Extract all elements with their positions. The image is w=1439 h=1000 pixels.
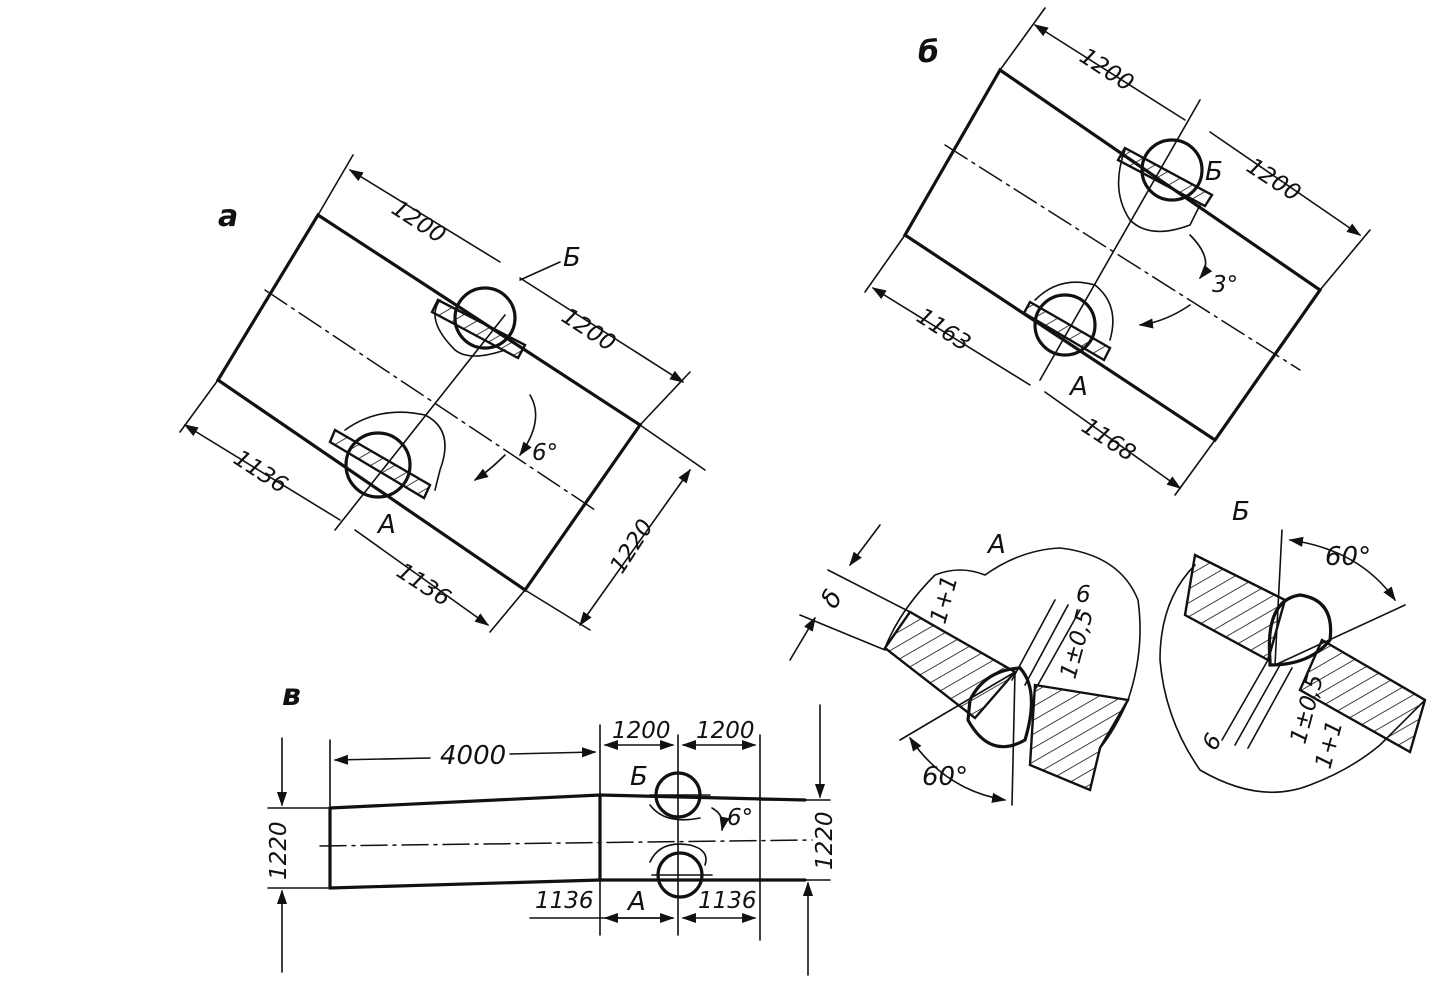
detail-a-angle: 60° — [922, 762, 968, 792]
panel-v: в Б А 4000 1200 1200 1136 1136 — [266, 678, 838, 976]
detail-b-gap-bottom: 6 — [1198, 729, 1228, 755]
panel-b-dim-top-2: 1200 — [1242, 153, 1305, 207]
detail-a-gap: 1±0,5 — [1056, 607, 1099, 682]
detail-a-gap-top: 6 — [1076, 582, 1091, 608]
panel-b-weld-a-label: А — [1068, 372, 1088, 402]
detail-b-label: Б — [1232, 497, 1250, 527]
panel-v-angle: 6° — [727, 805, 753, 831]
panel-v-dim-bot-1: 1136 — [535, 888, 594, 914]
panel-v-dim-height-right: 1220 — [812, 811, 838, 870]
panel-b-weld-a-circle — [1033, 293, 1097, 357]
panel-b-weld-a-outline — [1034, 281, 1114, 341]
panel-v-centerline — [319, 839, 813, 847]
panel-v-label: в — [282, 678, 301, 713]
panel-b-dim-bot-2: 1168 — [1077, 413, 1140, 467]
panel-a-dim-top-1: 1200 — [387, 195, 450, 249]
panel-a-dim-width: 1220 — [605, 515, 659, 578]
panel-a-weld-a-circle — [344, 431, 412, 499]
panel-b-dim-top-1: 1200 — [1075, 43, 1138, 97]
panel-b-label: б — [918, 35, 939, 70]
detail-a-root: 1+1 — [926, 573, 964, 627]
panel-a-weld-a-label: А — [376, 510, 396, 540]
panel-a-angle: 6° — [532, 440, 558, 466]
panel-b-weld-b-outline — [1117, 149, 1201, 233]
panel-v-dim-length: 4000 — [440, 741, 506, 771]
detail-a-plate-right — [1028, 683, 1130, 792]
detail-b-root: 1+1 — [1311, 718, 1349, 772]
panel-b-centerline — [944, 144, 1301, 371]
panel-v-dim-bot-2: 1136 — [698, 888, 757, 914]
panel-b-weld-b-label: Б — [1205, 157, 1223, 187]
panel-v-weld-b-label: Б — [630, 762, 648, 792]
detail-b: Б 1±0,5 6 1+1 60° — [1159, 497, 1427, 794]
panel-b-section-line — [1039, 99, 1201, 381]
detail-a-thickness: δ — [815, 585, 849, 614]
panel-b: б Б А 1200 1200 1163 1168 3° — [864, 7, 1371, 496]
panel-a-dim-bot-2: 1136 — [392, 558, 455, 612]
panel-v-dim-height-left: 1220 — [266, 821, 292, 880]
detail-a-plate-left — [883, 610, 1017, 720]
panel-b-dim-bot-1: 1163 — [912, 303, 975, 357]
panel-b-weld-b-circle — [1140, 138, 1204, 202]
detail-b-breakout — [1159, 564, 1426, 794]
detail-a: А δ 6 1±0,5 1+1 60° — [789, 524, 1141, 806]
panel-a-dim-bot-1: 1136 — [229, 445, 292, 499]
panel-a: а 1200 1200 Б 1136 1136 А — [179, 154, 706, 633]
detail-b-plate-right — [1298, 638, 1427, 754]
panel-b-strip-outline — [902, 67, 1323, 443]
panel-b-angle: 3° — [1212, 272, 1238, 298]
panel-a-weld-b-circle — [453, 286, 517, 350]
panel-a-weld-b-outline — [434, 299, 506, 357]
panel-a-weld-b-label: Б — [563, 243, 581, 273]
panel-a-centerline — [264, 289, 596, 511]
detail-b-weld-bead — [1267, 593, 1333, 667]
detail-b-angle: 60° — [1325, 542, 1371, 572]
panel-a-dim-top-2: 1200 — [557, 303, 620, 357]
panel-a-weld-a-outline — [344, 411, 446, 491]
panel-v-dim-top-1: 1200 — [612, 718, 671, 744]
panel-v-weld-a-label: А — [626, 887, 646, 917]
detail-a-label: А — [986, 530, 1006, 560]
panel-v-dim-top-2: 1200 — [696, 718, 755, 744]
panel-v-bottom-edge — [328, 878, 807, 890]
panel-a-label: а — [218, 199, 238, 234]
